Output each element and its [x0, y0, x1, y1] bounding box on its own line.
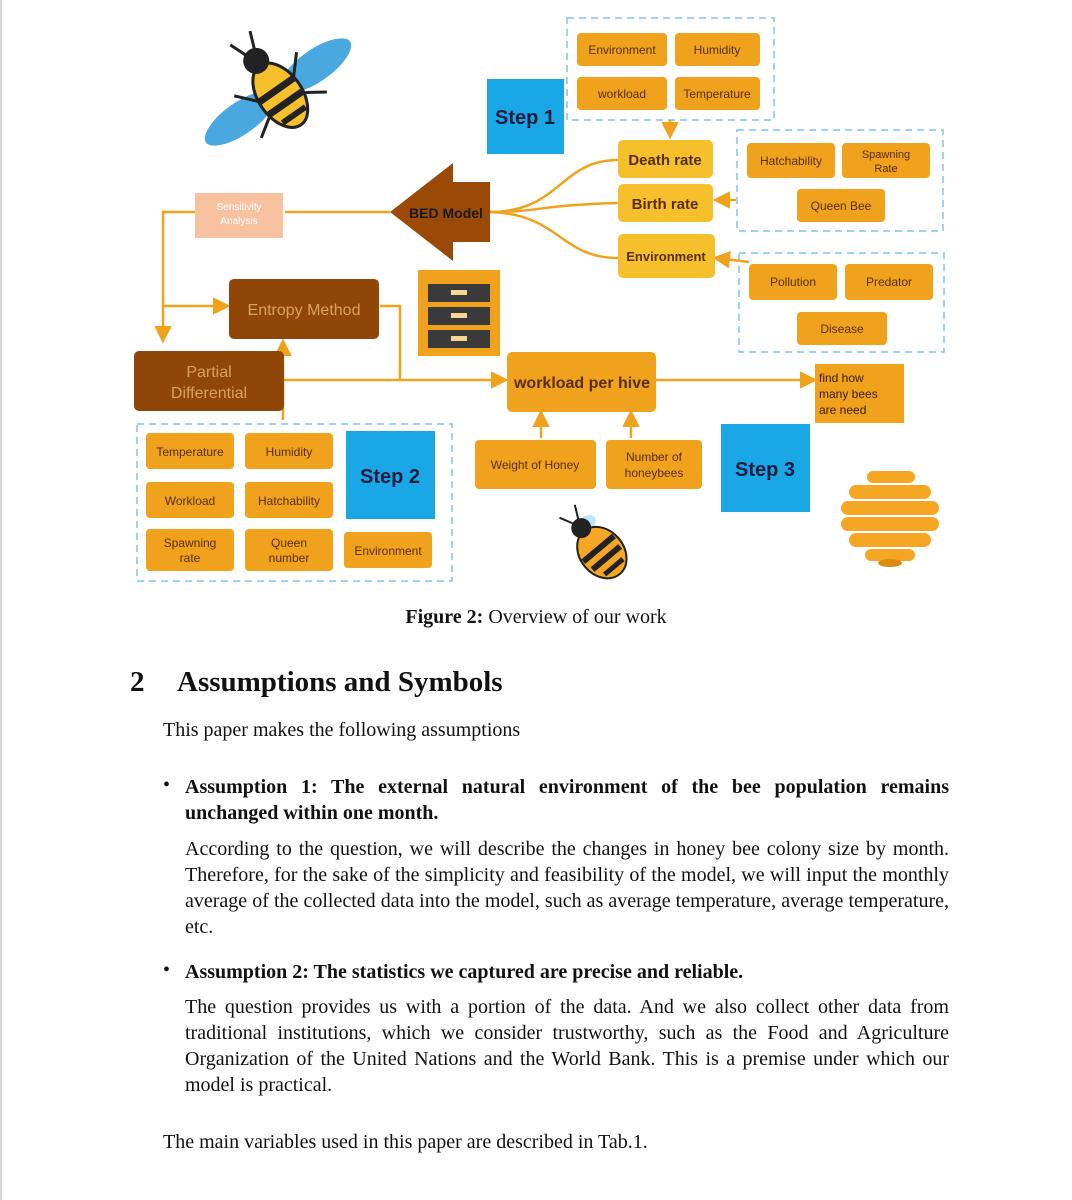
- figure-caption: Figure 2: Overview of our work: [0, 606, 1072, 629]
- file-cabinet-icon: [418, 270, 500, 356]
- sensitivity-analysis-box: Sensitivity Analysis: [195, 193, 283, 238]
- birth-factor-group: [736, 129, 944, 232]
- svg-text:Pollution: Pollution: [770, 275, 816, 289]
- step1-factor-humidity: Humidity: [675, 33, 760, 66]
- step1-factor-workload: workload: [577, 77, 667, 110]
- assumption-1-bullet: •: [163, 774, 171, 796]
- svg-text:Rate: Rate: [874, 163, 897, 175]
- svg-text:are need: are need: [819, 403, 866, 417]
- svg-text:Sensitivity: Sensitivity: [216, 202, 261, 213]
- assumption-2-bullet: •: [163, 959, 171, 981]
- svg-text:find how: find how: [819, 371, 864, 385]
- svg-text:Queen: Queen: [271, 536, 307, 550]
- weight-of-honey-box: Weight of Honey: [475, 440, 596, 489]
- svg-text:Environment: Environment: [354, 544, 422, 558]
- closing-paragraph: The main variables used in this paper ar…: [163, 1131, 648, 1153]
- svg-text:Disease: Disease: [820, 322, 864, 336]
- step2-factor-hatchability: Hatchability: [245, 482, 333, 518]
- section-number: 2: [130, 666, 145, 698]
- svg-text:many bees: many bees: [819, 387, 878, 401]
- step1-factor-temperature: Temperature: [675, 77, 760, 110]
- number-of-honeybees-box: Number of honeybees: [606, 440, 702, 489]
- svg-text:Environment: Environment: [626, 249, 706, 264]
- svg-text:Temperature: Temperature: [156, 445, 224, 459]
- step3-label: Step 3: [735, 459, 795, 481]
- workload-per-hive-box: workload per hive: [507, 352, 656, 412]
- svg-text:Workload: Workload: [165, 494, 215, 508]
- step2-factor-workload: Workload: [146, 482, 234, 518]
- bee-small-icon: [559, 504, 628, 580]
- step3-box: [721, 424, 810, 512]
- svg-text:Queen Bee: Queen Bee: [811, 199, 872, 213]
- svg-text:Humidity: Humidity: [266, 445, 313, 459]
- svg-text:Humidity: Humidity: [694, 43, 741, 57]
- svg-text:rate: rate: [180, 551, 201, 565]
- svg-text:workload: workload: [597, 87, 646, 101]
- birth-factor-hatchability: Hatchability: [747, 143, 835, 178]
- bed-model-arrow: BED Model: [390, 163, 490, 261]
- partial-differential-box: Partial Differential: [134, 351, 284, 411]
- death-rate-box: Death rate: [618, 140, 713, 178]
- step2-label: Step 2: [360, 466, 420, 488]
- svg-text:workload per hive: workload per hive: [513, 375, 650, 392]
- step2-factor-spawning-rate: Spawning rate: [146, 529, 234, 571]
- step1-box: [487, 79, 564, 154]
- beehive-icon: [839, 469, 941, 567]
- svg-text:Number of: Number of: [626, 450, 683, 464]
- svg-text:Birth rate: Birth rate: [632, 196, 699, 213]
- svg-text:BED Model: BED Model: [409, 205, 483, 221]
- env-factor-pollution: Pollution: [749, 264, 837, 300]
- section-heading: 2 Assumptions and Symbols: [130, 666, 503, 699]
- svg-text:Hatchability: Hatchability: [760, 154, 822, 168]
- intro-paragraph: This paper makes the following assumptio…: [163, 719, 521, 741]
- env-factor-disease: Disease: [797, 312, 887, 345]
- birth-rate-box: Birth rate: [618, 184, 713, 222]
- step2-factor-environment: Environment: [344, 532, 432, 568]
- figure-caption-text: Overview of our work: [488, 606, 667, 628]
- step2-factor-group: [136, 423, 453, 582]
- svg-text:Spawning: Spawning: [862, 149, 910, 161]
- svg-text:honeybees: honeybees: [625, 466, 684, 480]
- svg-text:Temperature: Temperature: [683, 87, 751, 101]
- svg-text:Entropy Method: Entropy Method: [248, 302, 361, 319]
- svg-text:Environment: Environment: [588, 43, 656, 57]
- step2-box: [346, 431, 435, 519]
- bee-large-icon: [200, 30, 356, 150]
- svg-text:Weight of Honey: Weight of Honey: [491, 458, 580, 472]
- figure-label: Figure 2:: [405, 606, 484, 628]
- section-title: Assumptions and Symbols: [177, 666, 503, 698]
- svg-text:Death rate: Death rate: [628, 152, 701, 169]
- svg-text:number: number: [269, 551, 310, 565]
- step2-factor-queen-number: Queen number: [245, 529, 333, 571]
- birth-factor-queen-bee: Queen Bee: [797, 189, 885, 222]
- step1-factor-environment: Environment: [577, 33, 667, 66]
- environment-factor-group: [738, 252, 945, 353]
- birth-factor-spawning-rate: Spawning Rate: [842, 143, 930, 178]
- svg-text:Partial: Partial: [186, 364, 231, 381]
- entropy-method-box: Entropy Method: [229, 279, 379, 339]
- svg-text:Differential: Differential: [171, 385, 247, 402]
- svg-text:Spawning: Spawning: [164, 536, 217, 550]
- step1-label: Step 1: [495, 107, 555, 129]
- svg-text:Predator: Predator: [866, 275, 912, 289]
- assumption-1-body: According to the question, we will descr…: [185, 838, 949, 938]
- assumption-2-body: The question provides us with a portion …: [185, 996, 949, 1096]
- overview-diagram: Step 1 Environment Humidity workload Tem…: [134, 17, 945, 582]
- svg-text:Analysis: Analysis: [220, 216, 257, 227]
- assumption-2-title: Assumption 2: The statistics we captured…: [185, 961, 744, 983]
- step2-factor-humidity: Humidity: [245, 433, 333, 469]
- step2-factor-temperature: Temperature: [146, 433, 234, 469]
- page-edge: [0, 0, 2, 1200]
- svg-text:Hatchability: Hatchability: [258, 494, 320, 508]
- assumption-1-title: Assumption 1: The external natural envir…: [185, 776, 949, 824]
- environment-rate-box: Environment: [618, 234, 715, 278]
- env-factor-predator: Predator: [845, 264, 933, 300]
- find-bees-box: find how many bees are need: [815, 364, 904, 423]
